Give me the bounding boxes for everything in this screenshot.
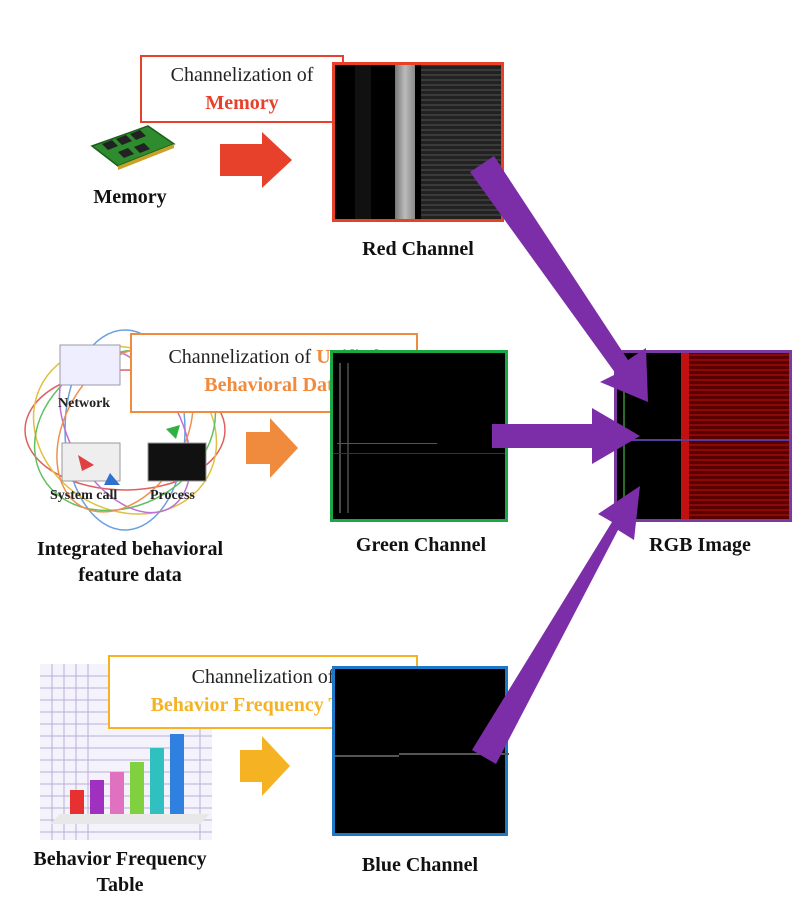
- integrated-behavior-icon: [20, 325, 230, 535]
- integrated-behavior-label: Integrated behavioral feature data: [0, 536, 260, 588]
- memory-arrow-icon: [220, 132, 292, 188]
- network-label: Network: [58, 396, 111, 411]
- integrated-behavior-label-line1: Integrated behavioral: [36, 538, 224, 560]
- process-label: Process: [150, 488, 195, 503]
- memory-chip-icon: [88, 120, 178, 170]
- memory-box-line1: Channelization of: [170, 64, 314, 86]
- behavior-arrow-icon: [246, 418, 298, 478]
- integrated-behavior-label-line2: feature data: [78, 564, 182, 586]
- green-channel-label: Green Channel: [355, 534, 487, 556]
- frequency-label-line2: Table: [96, 874, 144, 896]
- blue-channel-label: Blue Channel: [361, 854, 479, 876]
- system-call-label: System call: [50, 488, 118, 503]
- memory-box-line2: Memory: [205, 92, 279, 114]
- frequency-box-line2: Behavior Frequency Table: [150, 694, 376, 716]
- rgb-image: [614, 350, 792, 522]
- green-channel-image: [330, 350, 508, 522]
- frequency-box-line1: Channelization of: [191, 666, 335, 688]
- rgb-image-label: RGB Image: [649, 534, 751, 556]
- memory-source-label: Memory: [93, 186, 167, 208]
- blue-channel-image: [332, 666, 509, 836]
- behavior-box-prefix: Channelization of: [168, 346, 317, 368]
- red-channel-image: [332, 62, 504, 222]
- frequency-table-label: Behavior Frequency Table: [0, 846, 240, 898]
- frequency-arrow-icon: [240, 736, 290, 796]
- frequency-label-line1: Behavior Frequency: [33, 848, 207, 870]
- red-channel-label: Red Channel: [362, 238, 474, 260]
- behavior-box-line2: Behavioral Data: [204, 374, 344, 396]
- memory-channelization-box: Channelization of Memory: [140, 55, 344, 123]
